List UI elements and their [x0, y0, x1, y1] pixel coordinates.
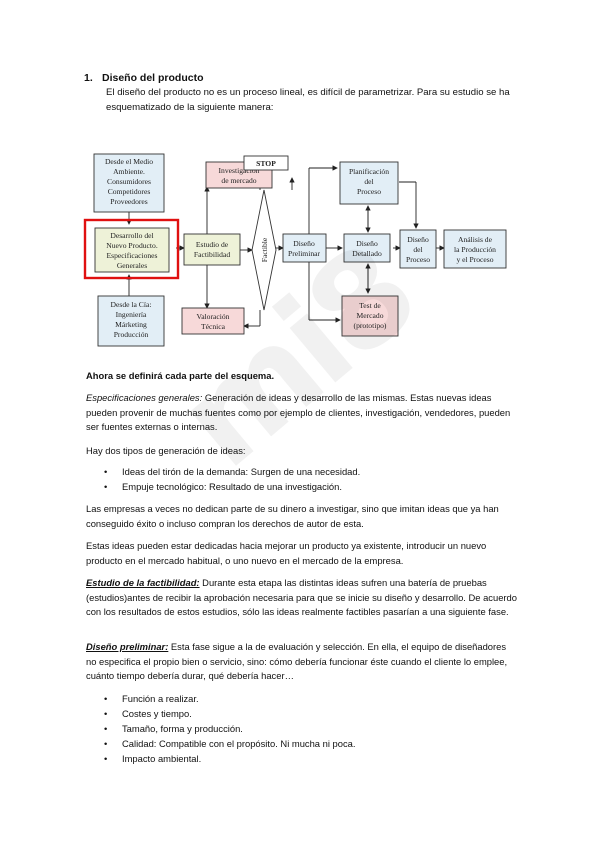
- list-item: Calidad: Compatible con el propósito. Ni…: [86, 736, 355, 751]
- svg-text:Preliminar: Preliminar: [288, 249, 321, 258]
- svg-text:Valoración: Valoración: [197, 312, 230, 321]
- svg-text:Competidores: Competidores: [108, 187, 151, 196]
- svg-text:Desarrollo del: Desarrollo del: [110, 231, 153, 240]
- preliminar-list: Función a realizar. Costes y tiempo. Tam…: [86, 691, 355, 766]
- list-item: Tamaño, forma y producción.: [86, 721, 355, 736]
- box-analisis-produccion: Análisis de la Producción y el Proceso: [443, 229, 507, 269]
- list-item: Empuje tecnológico: Resultado de una inv…: [86, 479, 360, 494]
- svg-text:Generales: Generales: [117, 261, 147, 270]
- svg-text:Diseño: Diseño: [407, 235, 429, 244]
- box-medio-ambiente: Desde el Medio Ambiente. Consumidores Co…: [93, 153, 165, 213]
- svg-text:Proceso: Proceso: [406, 255, 430, 264]
- list-item: Costes y tiempo.: [86, 706, 355, 721]
- svg-text:Proceso: Proceso: [357, 187, 381, 196]
- paragraph-especificaciones: Especificaciones generales: Generación d…: [86, 391, 518, 435]
- list-item: Impacto ambiental.: [86, 751, 355, 766]
- section-title: Diseño del producto: [102, 72, 204, 84]
- svg-text:Planificación: Planificación: [349, 167, 389, 176]
- svg-text:Proveedores: Proveedores: [110, 197, 148, 206]
- text-estudio-factibilidad: Durante esta etapa las distintas ideas s…: [86, 577, 517, 618]
- svg-text:Mercado: Mercado: [357, 311, 384, 320]
- svg-text:Test de: Test de: [359, 301, 381, 310]
- box-stop: STOP: [243, 155, 289, 171]
- paragraph-estudio-factibilidad: Estudio de la factibilidad: Durante esta…: [86, 576, 518, 620]
- svg-text:Estudio de: Estudio de: [196, 240, 229, 249]
- svg-text:Producción: Producción: [114, 330, 149, 339]
- svg-text:y el Proceso: y el Proceso: [456, 255, 493, 264]
- diagram-connectors: [126, 163, 445, 329]
- label-especificaciones: Especificaciones generales:: [86, 392, 203, 403]
- svg-text:Detallado: Detallado: [352, 249, 382, 258]
- svg-text:del: del: [413, 245, 422, 254]
- label-estudio-factibilidad: Estudio de la factibilidad:: [86, 577, 200, 588]
- svg-text:la Producción: la Producción: [454, 245, 496, 254]
- box-desde-la-cia: Desde la Cía: Ingeniería Márketing Produ…: [97, 295, 165, 347]
- svg-text:Consumidores: Consumidores: [107, 177, 151, 186]
- section-heading: 1. Diseño del producto: [84, 72, 204, 84]
- esquema-heading: Ahora se definirá cada parte del esquema…: [86, 370, 275, 381]
- svg-text:(prototipo): (prototipo): [354, 321, 387, 330]
- svg-text:Investigación: Investigación: [219, 166, 260, 175]
- paragraph-diseno-preliminar: Diseño preliminar: Esta fase sigue a la …: [86, 640, 518, 684]
- svg-text:Márketing: Márketing: [115, 320, 147, 329]
- list-item: Ideas del tirón de la demanda: Surgen de…: [86, 464, 360, 479]
- box-diseno-proceso: Diseño del Proceso: [399, 229, 437, 269]
- svg-text:Diseño: Diseño: [293, 239, 315, 248]
- svg-text:STOP: STOP: [256, 159, 276, 168]
- svg-text:de mercado: de mercado: [221, 176, 256, 185]
- decision-factible: Factible: [251, 189, 277, 311]
- text-especificaciones: Generación de ideas y desarrollo de las …: [86, 392, 511, 433]
- tipos-intro: Hay dos tipos de generación de ideas:: [86, 445, 246, 456]
- svg-text:Ingeniería: Ingeniería: [116, 310, 147, 319]
- text-diseno-preliminar: Esta fase sigue a la de evaluación y sel…: [86, 641, 508, 682]
- list-item: Función a realizar.: [86, 691, 355, 706]
- tipos-list: Ideas del tirón de la demanda: Surgen de…: [86, 464, 360, 494]
- svg-text:Técnica: Técnica: [201, 322, 226, 331]
- box-estudio-factibilidad: Estudio de Factibilidad: [183, 233, 241, 266]
- box-desarrollo-producto: Desarrollo del Nuevo Producto. Especific…: [83, 218, 180, 280]
- svg-text:Especificaciones: Especificaciones: [106, 251, 157, 260]
- box-valoracion-tecnica: Valoración Técnica: [181, 307, 245, 335]
- svg-text:Nuevo Producto.: Nuevo Producto.: [106, 241, 158, 250]
- section-intro: El diseño del producto no es un proceso …: [106, 87, 510, 113]
- paragraph-empresas: Las empresas a veces no dedican parte de…: [86, 503, 499, 529]
- process-diagram: Desde el Medio Ambiente. Consumidores Co…: [80, 150, 520, 350]
- box-diseno-detallado: Diseño Detallado: [343, 233, 391, 263]
- svg-text:Diseño: Diseño: [356, 239, 378, 248]
- svg-text:Ambiente.: Ambiente.: [113, 167, 145, 176]
- highlight-frame: [83, 218, 180, 280]
- svg-text:Factibilidad: Factibilidad: [194, 250, 230, 259]
- box-test-mercado: Test de Mercado (prototipo): [341, 295, 399, 337]
- box-diseno-preliminar: Diseño Preliminar: [282, 233, 327, 263]
- svg-text:Análisis de: Análisis de: [458, 235, 493, 244]
- section-number: 1.: [84, 72, 93, 84]
- svg-text:del: del: [364, 177, 373, 186]
- svg-text:Desde el Medio: Desde el Medio: [105, 157, 153, 166]
- svg-text:Factible: Factible: [260, 237, 269, 262]
- box-planificacion-proceso: Planificación del Proceso: [339, 161, 399, 205]
- label-diseno-preliminar: Diseño preliminar:: [86, 641, 169, 652]
- paragraph-estas-ideas: Estas ideas pueden estar dedicadas hacia…: [86, 540, 487, 566]
- svg-text:Desde la Cía:: Desde la Cía:: [111, 300, 152, 309]
